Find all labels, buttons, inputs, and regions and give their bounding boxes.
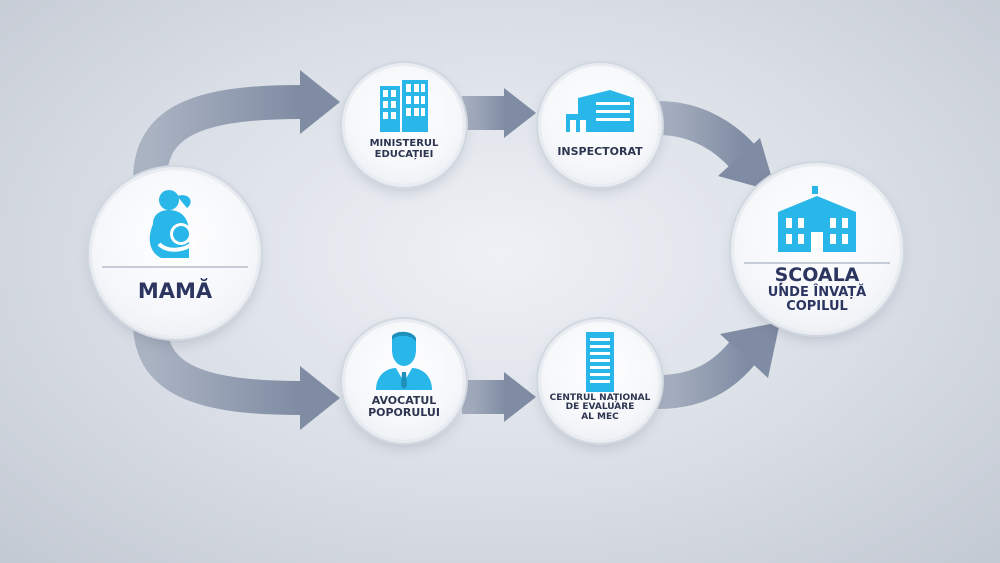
node-label-line: MINISTERUL bbox=[369, 138, 439, 149]
node-label-line: INSPECTORAT bbox=[557, 145, 643, 158]
node-label: INSPECTORAT bbox=[541, 146, 659, 158]
arrow-ministerul-to-inspectorat bbox=[462, 96, 506, 130]
node-label-line: EDUCAȚIEI bbox=[374, 148, 434, 160]
node-label: MAMĂ bbox=[92, 280, 258, 302]
businessman-icon bbox=[376, 331, 432, 390]
node-label-line: UNDE ÎNVAȚĂ bbox=[767, 284, 867, 300]
arrow-mama-to-avocatul bbox=[133, 321, 301, 415]
node-label-line: AL MEC bbox=[581, 411, 619, 422]
node-label-line: CENTRUL NAȚIONAL bbox=[549, 393, 651, 403]
node-mama: MAMĂ bbox=[92, 170, 258, 336]
node-ministerul: MINISTERUL EDUCAȚIEI bbox=[345, 66, 463, 184]
node-label-line: MAMĂ bbox=[137, 279, 213, 303]
mother-child-icon bbox=[149, 190, 197, 258]
arrowhead-mama-to-ministerul bbox=[300, 70, 340, 134]
arrowhead-avocatul-to-centru bbox=[504, 372, 536, 422]
node-label: MINISTERUL EDUCAȚIEI bbox=[345, 138, 463, 160]
node-scoala: ȘCOALA UNDE ÎNVAȚĂ COPILUL bbox=[734, 166, 900, 332]
arrow-centru-to-scoala bbox=[657, 335, 762, 409]
node-label: AVOCATUL POPORULUI bbox=[345, 395, 463, 418]
divider bbox=[744, 262, 890, 264]
node-label-line: POPORULUI bbox=[368, 405, 440, 419]
office-building-icon bbox=[380, 80, 428, 132]
node-label-line: AVOCATUL bbox=[371, 394, 437, 407]
arrow-mama-to-ministerul bbox=[133, 85, 301, 181]
arrowhead-mama-to-avocatul bbox=[300, 366, 340, 430]
arrow-inspectorat-to-scoala bbox=[657, 101, 757, 170]
node-inspectorat: INSPECTORAT bbox=[541, 66, 659, 184]
tower-building-icon bbox=[586, 332, 614, 392]
node-avocatul: AVOCATUL POPORULUI bbox=[345, 322, 463, 440]
node-centrul-national: CENTRUL NAȚIONAL DE EVALUARE AL MEC bbox=[541, 322, 659, 440]
arrowhead-ministerul-to-inspectorat bbox=[504, 88, 536, 138]
node-label-line: DE EVALUARE bbox=[565, 402, 635, 413]
node-label-line: ȘCOALA bbox=[774, 264, 860, 286]
arrow-avocatul-to-centru bbox=[462, 380, 506, 414]
inspectorate-building-icon bbox=[566, 90, 634, 132]
arrowhead-centru-to-scoala bbox=[720, 322, 780, 378]
node-label: ȘCOALA UNDE ÎNVAȚĂ COPILUL bbox=[734, 264, 900, 314]
node-label-line: COPILUL bbox=[786, 298, 848, 314]
school-building-icon bbox=[778, 186, 856, 252]
arrowhead-inspectorat-to-scoala bbox=[718, 138, 776, 192]
node-label: CENTRUL NAȚIONAL DE EVALUARE AL MEC bbox=[541, 393, 659, 422]
divider bbox=[102, 266, 248, 268]
